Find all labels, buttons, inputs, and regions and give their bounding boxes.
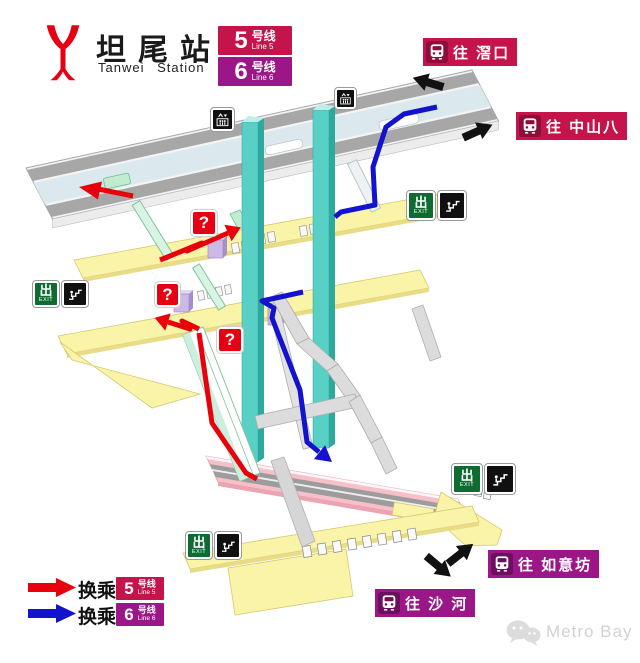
- train-icon: [519, 115, 541, 137]
- station-title-en: Tanwei Station: [98, 60, 205, 75]
- exit-cn: 出: [39, 283, 53, 299]
- arrow-to-ruyifang: [445, 543, 474, 567]
- wechat-icon: [506, 620, 541, 646]
- line6-platform-level: [182, 455, 503, 616]
- line6-suffix: 号线: [137, 605, 156, 616]
- train-icon: [378, 592, 400, 614]
- ramp-platform-to-hall: [270, 456, 316, 548]
- transfer-path-line6: [259, 104, 438, 462]
- exit-en: EXIT: [191, 548, 207, 555]
- exit-icon: 出 EXIT: [451, 463, 483, 495]
- elevator-icon: [210, 107, 235, 132]
- legend-red-arrow-icon: [28, 578, 76, 597]
- platform-escalator-head: [103, 172, 131, 190]
- line6-number: 6: [124, 605, 134, 624]
- legend-line5-badge: 5 号线 Line 5: [116, 577, 164, 600]
- guangzhou-metro-logo: [46, 25, 80, 81]
- exit-en: EXIT: [459, 482, 475, 489]
- arrow-to-zhongshanba: [461, 122, 493, 142]
- line5-suffix: 号线: [137, 579, 156, 590]
- escalator-icon: [484, 463, 516, 495]
- exit-badge-upper-right: 出 EXIT: [406, 190, 467, 221]
- exit-en: EXIT: [38, 297, 54, 304]
- dest-ruyifang: 往 如意坊: [488, 550, 600, 578]
- legend-line6-badge: 6 号线 Line 6: [116, 603, 164, 626]
- line5-badge: 5 号线 Line 5: [218, 26, 292, 55]
- line6-en: Line 6: [251, 73, 274, 82]
- line6-number: 6: [234, 57, 248, 85]
- exit-cn: 出: [192, 534, 206, 550]
- dest-zhongshanba: 往 中山八: [516, 112, 628, 140]
- legend-transfer-line6-label: 换乘: [78, 607, 117, 628]
- dest-zhongshanba-label: 往 中山八: [546, 118, 621, 136]
- line6-badge: 6 号线 Line 6: [218, 57, 292, 86]
- line5-number: 5: [124, 579, 134, 598]
- dest-shahe-label: 往 沙 河: [405, 595, 469, 613]
- train-icon: [426, 41, 448, 63]
- exit-icon: 出 EXIT: [32, 280, 60, 308]
- line6-suffix: 号线: [251, 60, 276, 74]
- train-icon: [491, 553, 513, 575]
- arrow-to-jiaokou: [412, 73, 445, 91]
- watermark-text: Metro Bay: [546, 622, 633, 641]
- exit-badge-left: 出 EXIT: [32, 280, 89, 308]
- exit-badge-right: 出 EXIT: [451, 463, 516, 495]
- elevator-icon: [334, 87, 357, 110]
- escalator-icon: [61, 280, 89, 308]
- dest-shahe: 往 沙 河: [375, 589, 476, 617]
- line6-en: Line 6: [137, 615, 156, 623]
- line5-number: 5: [234, 26, 248, 54]
- exit-cn: 出: [414, 194, 428, 210]
- dest-jiaokou: 往 滘口: [423, 38, 518, 66]
- line5-en: Line 5: [251, 42, 274, 51]
- exit-icon: 出 EXIT: [185, 531, 213, 560]
- escalator-icon: [214, 531, 242, 560]
- question-icon: ?: [198, 213, 210, 232]
- dest-ruyifang-label: 往 如意坊: [518, 556, 593, 574]
- question-icon: ?: [224, 330, 236, 349]
- escalator-icon: [437, 190, 467, 221]
- question-icon: ?: [162, 284, 173, 304]
- transfer-path-line5: [79, 181, 259, 482]
- service-center-badge: ?: [190, 209, 218, 237]
- dest-jiaokou-label: 往 滘口: [453, 44, 511, 62]
- exit-en: EXIT: [413, 208, 429, 215]
- line5-suffix: 号线: [251, 29, 276, 43]
- service-center-badge: ?: [154, 281, 181, 308]
- platform-stair-opening: [264, 138, 304, 156]
- exit-icon: 出 EXIT: [406, 190, 436, 221]
- legend-transfer-line5-label: 换乘: [78, 581, 117, 602]
- service-center-badge: ?: [216, 326, 244, 354]
- station-title: 坦尾站: [96, 34, 222, 67]
- arrow-to-shahe: [423, 552, 451, 577]
- fare-gates-bottom: [301, 527, 418, 558]
- exit-badge-bottom: 出 EXIT: [185, 531, 242, 560]
- line5-en: Line 5: [137, 589, 156, 597]
- legend-blue-arrow-icon: [28, 604, 76, 623]
- exit-cn: 出: [460, 468, 474, 484]
